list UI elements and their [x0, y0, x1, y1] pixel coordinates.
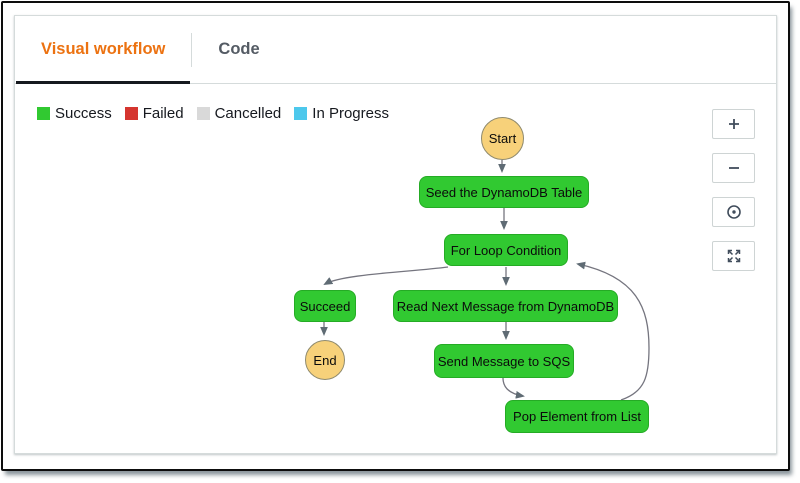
legend-swatch-failed: [124, 107, 138, 120]
legend-swatch-success: [37, 107, 50, 120]
node-sendmsg-label: Send Message to SQS: [437, 353, 571, 369]
center-graph-icon: [726, 205, 741, 219]
tab-code[interactable]: Code: [192, 16, 285, 83]
node-succeed-label: Succeed: [299, 298, 351, 314]
edge-sendmsg-popelem: [502, 377, 525, 399]
node-read-next-message[interactable]: Read Next Message from DynamoDB: [393, 290, 618, 322]
screenshot-frame: Visual workflow Code Success Failed Canc…: [1, 1, 790, 471]
state-machine-panel: Visual workflow Code Success Failed Canc…: [14, 15, 777, 454]
status-legend: Success Failed Cancelled In Progress: [37, 105, 389, 122]
legend-label-success: Success: [55, 105, 112, 122]
legend-swatch-cancelled: [196, 107, 210, 120]
zoom-in-button[interactable]: [712, 109, 755, 139]
tab-divider: [191, 32, 193, 67]
node-send-message-sqs[interactable]: Send Message to SQS: [434, 344, 574, 378]
tab-code-label: Code: [218, 40, 260, 58]
legend-label-failed: Failed: [142, 105, 184, 122]
legend-label-cancelled: Cancelled: [214, 105, 282, 122]
tab-visual-workflow[interactable]: Visual workflow: [15, 16, 191, 84]
tab-visual-workflow-label: Visual workflow: [41, 40, 166, 58]
graph-toolbar: [712, 109, 755, 271]
legend-item-in-progress: In Progress: [294, 105, 389, 122]
node-readnext-label: Read Next Message from DynamoDB: [396, 298, 615, 314]
node-start-label: Start: [488, 131, 517, 146]
fit-to-screen-icon: [727, 249, 740, 263]
node-end[interactable]: End: [305, 340, 345, 380]
legend-item-success: Success: [37, 105, 112, 122]
fit-to-screen-button[interactable]: [712, 241, 755, 271]
node-end-label: End: [313, 352, 337, 368]
node-seed-dynamodb-table[interactable]: Seed the DynamoDB Table: [419, 176, 589, 208]
edge-popelem-forloop: [576, 261, 650, 401]
zoom-out-button[interactable]: [712, 153, 755, 183]
legend-item-cancelled: Cancelled: [196, 105, 282, 122]
legend-label-in-progress: In Progress: [312, 105, 389, 122]
legend-item-failed: Failed: [124, 105, 184, 122]
node-pop-element-from-list[interactable]: Pop Element from List: [505, 400, 649, 433]
tab-bar: Visual workflow Code: [15, 16, 776, 84]
zoom-out-icon: [728, 167, 739, 169]
center-graph-button[interactable]: [712, 197, 755, 227]
node-start[interactable]: Start: [481, 117, 524, 160]
node-popelem-label: Pop Element from List: [513, 409, 641, 424]
legend-swatch-in-progress: [294, 107, 308, 120]
edge-forloop-succeed: [323, 266, 449, 285]
node-forloop-label: For Loop Condition: [450, 242, 562, 258]
zoom-in-icon: [728, 119, 739, 129]
node-for-loop-condition[interactable]: For Loop Condition: [444, 234, 568, 266]
node-succeed[interactable]: Succeed: [294, 290, 356, 322]
node-seed-label: Seed the DynamoDB Table: [425, 184, 583, 200]
